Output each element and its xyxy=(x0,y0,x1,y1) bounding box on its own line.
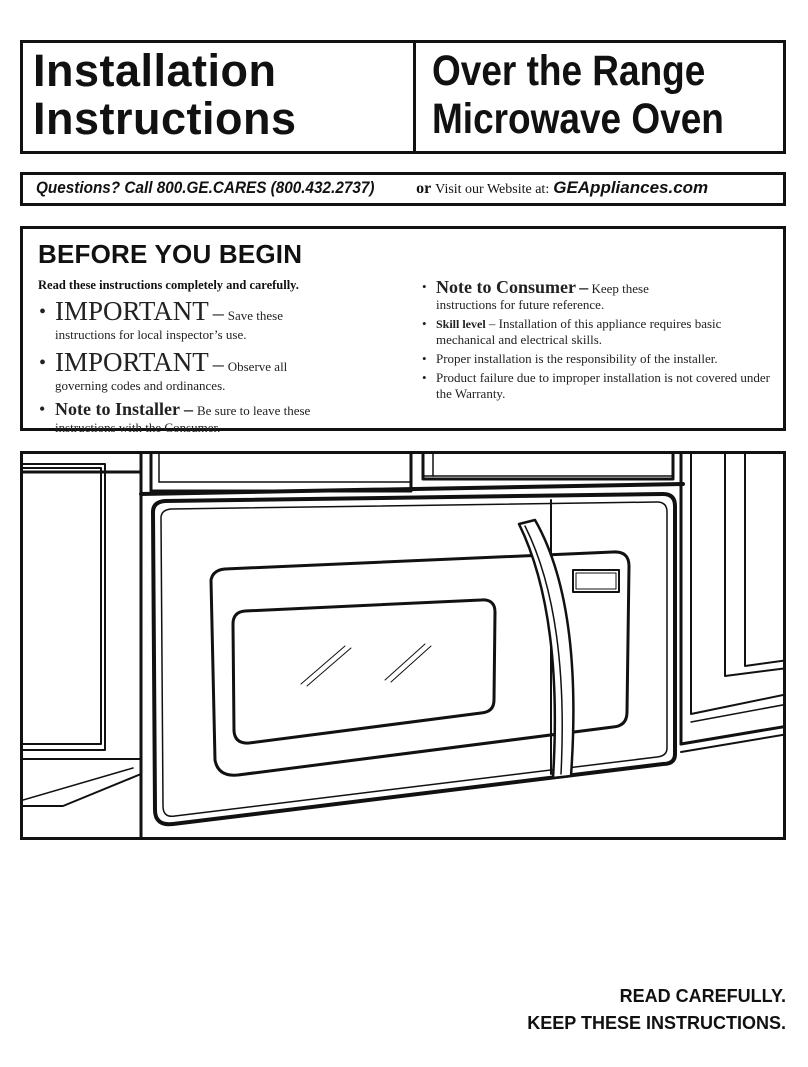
consumer-text: Keep these xyxy=(591,281,649,296)
product-line-2: Microwave Oven xyxy=(432,95,724,143)
title-line-1: Installation xyxy=(33,45,277,96)
right-column: • Note to Consumer – Keep these instruct… xyxy=(418,277,778,405)
installer-text: Be sure to leave these xyxy=(196,403,311,418)
dash: – xyxy=(212,300,224,325)
title-line-2: Instructions xyxy=(33,93,297,144)
door-window xyxy=(209,550,631,777)
dash: – xyxy=(183,399,193,419)
microwave-drawing xyxy=(23,454,783,837)
microwave-illustration xyxy=(20,451,786,840)
product-failure-text: Product failure due to improper installa… xyxy=(436,370,770,401)
note-to-consumer-item: • Note to Consumer – Keep these instruct… xyxy=(418,277,778,313)
important-save-item: • IMPORTANT – Save these instructions fo… xyxy=(35,297,405,342)
bullet-icon: • xyxy=(39,352,47,374)
read-instructions-note: Read these instructions completely and c… xyxy=(38,278,299,292)
proper-installation-item: • Proper installation is the responsibil… xyxy=(418,351,778,367)
skill-label: Skill level xyxy=(436,317,486,331)
or-text: or xyxy=(416,180,432,197)
door-handle xyxy=(517,518,575,780)
bullet-icon: • xyxy=(422,370,427,385)
note-to-installer-item: • Note to Installer – Be sure to leave t… xyxy=(35,399,405,435)
proper-installation-text: Proper installation is the responsibilit… xyxy=(436,351,718,366)
title-header: Installation Instructions Over the Range… xyxy=(20,40,786,154)
product-line-1: Over the Range xyxy=(432,47,706,95)
skill-level-item: • Skill level – Installation of this app… xyxy=(418,316,778,348)
phone-text: Questions? Call 800.GE.CARES (800.432.27… xyxy=(36,178,375,197)
control-display xyxy=(572,569,620,593)
skill-text: – Installation of this appliance require… xyxy=(436,316,722,347)
important-label: IMPORTANT xyxy=(55,347,209,377)
bullet-icon: • xyxy=(39,399,46,419)
website-link[interactable]: GEAppliances.com xyxy=(553,178,709,197)
consumer-label: Note to Consumer xyxy=(436,277,576,297)
right-cabinet xyxy=(679,454,783,753)
before-you-begin-box: BEFORE YOU BEGIN Read these instructions… xyxy=(20,226,786,435)
visit-text: Visit our Website at: xyxy=(435,182,550,197)
dash: – xyxy=(579,277,589,297)
important-text-cont: governing codes and ordinances. xyxy=(55,378,226,393)
document-type-panel: Installation Instructions xyxy=(23,43,416,151)
product-panel: Over the Range Microwave Oven xyxy=(416,43,783,151)
dash: – xyxy=(212,351,224,376)
product-failure-item: • Product failure due to improper instal… xyxy=(418,370,778,402)
installer-label: Note to Installer xyxy=(55,399,180,419)
important-text-cont: instructions for local inspector’s use. xyxy=(55,327,247,342)
bullet-icon: • xyxy=(422,316,427,331)
bullet-icon: • xyxy=(39,301,47,323)
installer-text-cont: instructions with the Consumer. xyxy=(55,420,221,435)
questions-bar: Questions? Call 800.GE.CARES (800.432.27… xyxy=(20,172,786,206)
important-label: IMPORTANT xyxy=(55,296,209,326)
section-heading: BEFORE YOU BEGIN xyxy=(38,239,303,269)
bullet-icon: • xyxy=(422,279,427,294)
keep-instructions-text: KEEP THESE INSTRUCTIONS. xyxy=(527,1013,786,1033)
important-text: Observe all xyxy=(227,359,288,374)
important-codes-item: • IMPORTANT – Observe all governing code… xyxy=(35,348,405,393)
footer-notice: READ CAREFULLY. KEEP THESE INSTRUCTIONS. xyxy=(527,983,786,1037)
consumer-text-cont: instructions for future reference. xyxy=(436,297,605,312)
bullet-icon: • xyxy=(422,351,427,366)
read-carefully-text: READ CAREFULLY. xyxy=(619,986,786,1006)
left-column: • IMPORTANT – Save these instructions fo… xyxy=(35,297,405,435)
left-cabinet xyxy=(23,454,143,837)
upper-cabinets xyxy=(139,454,685,496)
important-text: Save these xyxy=(227,308,283,323)
